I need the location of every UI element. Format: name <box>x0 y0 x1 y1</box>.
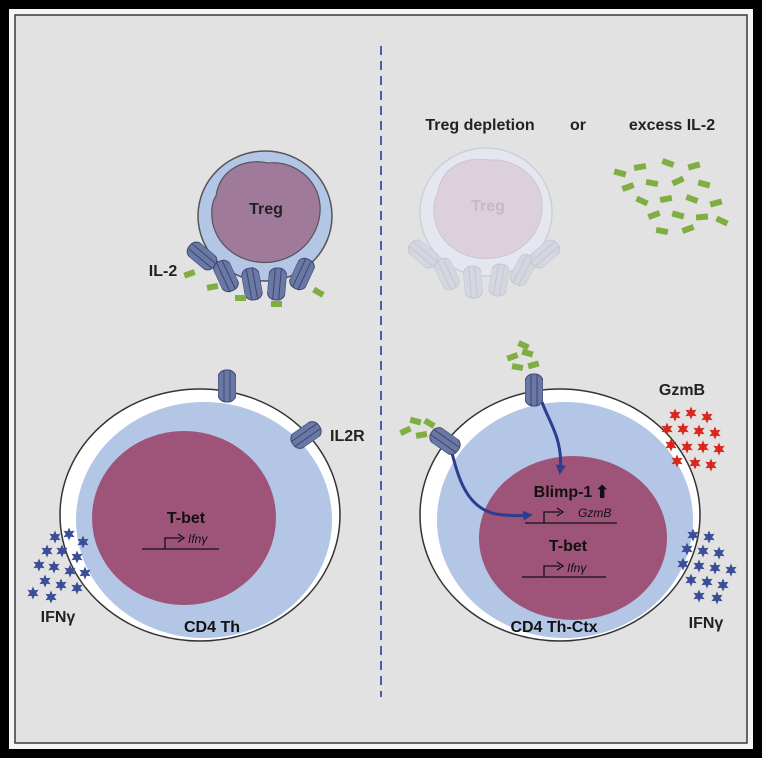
excess-il2-cluster-icon <box>613 158 729 235</box>
or-label: or <box>570 117 586 134</box>
signal-arrow-left <box>450 452 533 521</box>
il2-cytokine-cluster-icon <box>399 416 436 439</box>
ifng-gene-label: Ifnγ <box>567 561 587 575</box>
il2-receptor-icon <box>218 369 236 403</box>
tbet-label: T-bet <box>549 538 588 555</box>
il2-cytokine-cluster-icon <box>506 340 540 371</box>
il2-label: IL-2 <box>149 263 178 280</box>
il2r-label: IL2R <box>330 428 365 445</box>
ifng-label: IFNγ <box>41 609 76 626</box>
upregulation-arrow-icon: ⬆ <box>594 482 609 502</box>
faded-treg-label: Treg <box>471 198 505 215</box>
treg-label: Treg <box>249 201 283 218</box>
il2-receptor-icon <box>266 266 288 302</box>
ifng-gene-label: Ifnγ <box>188 532 208 546</box>
il2-cytokine-icon <box>183 269 325 307</box>
faded-treg-cell: Treg <box>419 147 553 277</box>
treg-depletion-label: Treg depletion <box>425 117 534 134</box>
signal-arrow-top <box>540 401 566 475</box>
treg-cell: Treg <box>197 150 333 282</box>
cd4-th-ctx-label: CD4 Th-Ctx <box>510 619 597 636</box>
cd4-th-cell: T-bet Ifnγ CD4 Th <box>59 388 341 642</box>
tbet-label: T-bet <box>167 510 206 527</box>
excess-il2-label: excess IL-2 <box>629 117 715 134</box>
right-panel: Treg depletion or excess IL-2 <box>399 117 737 642</box>
il2-receptor-icon <box>525 373 543 407</box>
blimp1-label: Blimp-1 <box>534 484 593 501</box>
faded-receptor-icon <box>462 264 484 300</box>
gzmb-label: GzmB <box>659 382 705 399</box>
gzmb-gene-label: GzmB <box>578 506 611 520</box>
cd4-th-label: CD4 Th <box>184 619 240 636</box>
left-panel: Treg IL-2 T-bet Ifnγ CD4 Th <box>27 150 365 642</box>
cd4-th-ctx-cell: Blimp-1 ⬆ GzmB T-bet Ifnγ CD4 Th-Ctx <box>419 388 701 642</box>
ifng-label: IFNγ <box>689 615 724 632</box>
